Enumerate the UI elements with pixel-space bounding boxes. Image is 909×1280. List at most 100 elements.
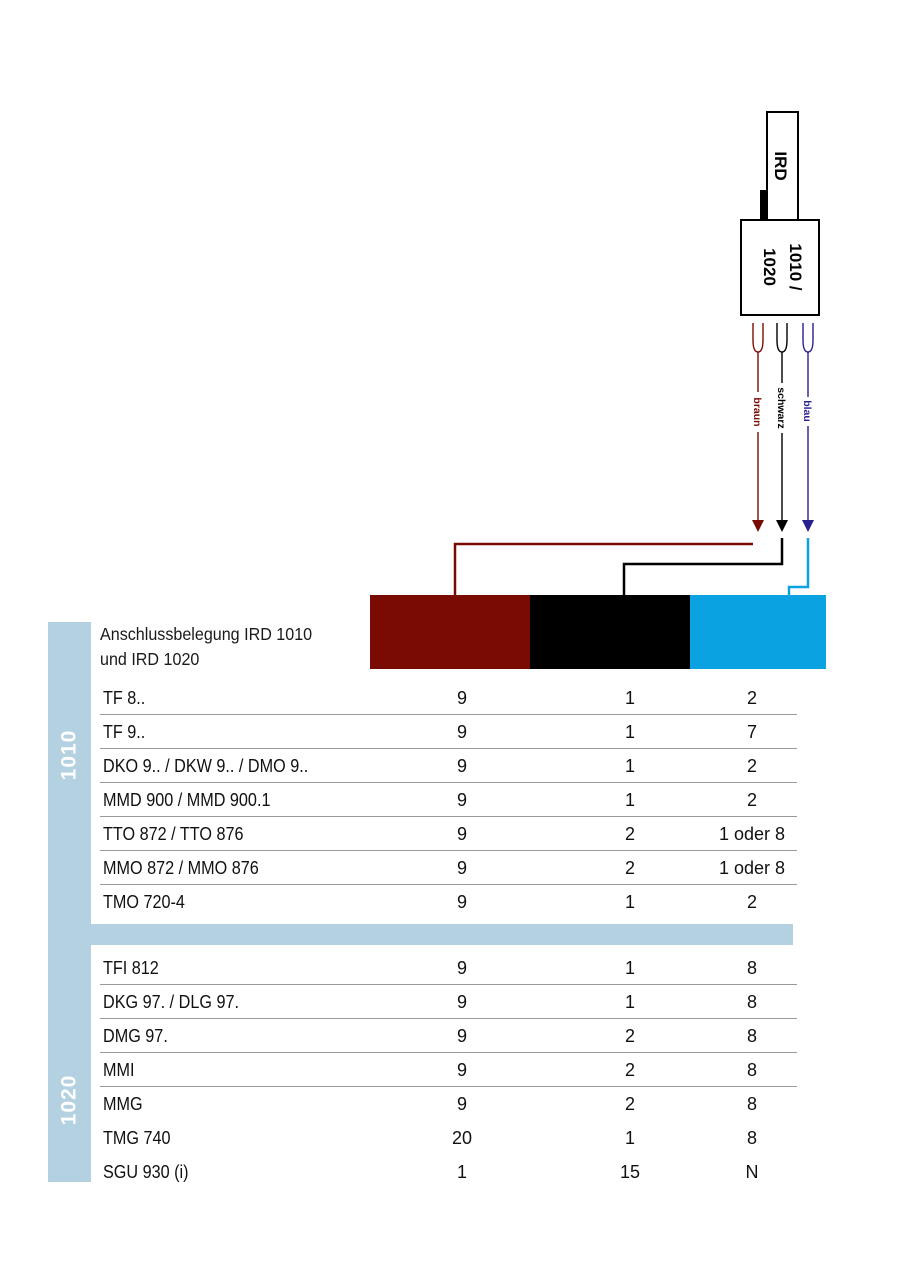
- row-device-name: TMG 740: [103, 1128, 171, 1148]
- ird-sensor-box: IRD: [760, 111, 799, 221]
- wiring-diagram: IRD 1010 / 1020 braun schwarz blau: [453, 111, 820, 595]
- arrow-blau: [802, 520, 814, 532]
- table-row: DKO 9.. / DKW 9.. / DMO 9.. 9 1 2: [100, 749, 797, 783]
- row-device-name: MMG: [103, 1094, 143, 1114]
- row-pin-braun: 1: [456, 1162, 467, 1182]
- table-row: TF 8.. 9 1 2: [100, 681, 797, 715]
- row-pin-schwarz: 1: [624, 688, 635, 708]
- table-row: SGU 930 (i) 1 15 N: [100, 1155, 797, 1189]
- row-pin-blau: 2: [746, 892, 757, 912]
- row-divider: [100, 850, 797, 851]
- table-row: DKG 97. / DLG 97. 9 1 8: [100, 985, 797, 1019]
- table-title-line2: und IRD 1020: [100, 649, 200, 669]
- column-swatch-blau: [690, 595, 826, 669]
- wire-label-blau: blau: [801, 400, 813, 422]
- table-row: MMG 9 2 8: [100, 1087, 797, 1121]
- row-pin-braun: 9: [456, 722, 467, 742]
- row-pin-schwarz: 1: [624, 790, 635, 810]
- row-pin-schwarz: 1: [624, 892, 635, 912]
- table-row: TTO 872 / TTO 876 9 2 1 oder 8: [100, 817, 797, 851]
- ird-label: IRD: [771, 151, 790, 180]
- row-pin-schwarz: 2: [624, 1094, 635, 1114]
- row-device-name: TFI 812: [103, 958, 159, 978]
- row-pin-schwarz: 1: [624, 756, 635, 776]
- table-row: MMI 9 2 8: [100, 1053, 797, 1087]
- group-separator: [48, 924, 793, 945]
- row-pin-schwarz: 15: [619, 1162, 641, 1182]
- table-title: Anschlussbelegung IRD 1010 und IRD 1020: [100, 622, 348, 672]
- row-pin-schwarz: 1: [624, 958, 635, 978]
- row-pin-blau: 8: [746, 958, 757, 978]
- row-device-name: DKG 97. / DLG 97.: [103, 992, 239, 1012]
- row-device-name: TF 8..: [103, 688, 146, 708]
- row-device-name: MMI: [103, 1060, 135, 1080]
- row-divider: [100, 1086, 797, 1087]
- row-pin-braun: 9: [456, 688, 467, 708]
- row-divider: [100, 984, 797, 985]
- table-row: MMO 872 / MMO 876 9 2 1 oder 8: [100, 851, 797, 885]
- wire-label-schwarz: schwarz: [775, 387, 787, 428]
- module-label-line1: 1010 /: [786, 243, 805, 291]
- table-row: TFI 812 9 1 8: [100, 951, 797, 985]
- row-device-name: TF 9..: [103, 722, 146, 742]
- row-divider: [100, 1052, 797, 1053]
- row-device-name: DKO 9.. / DKW 9.. / DMO 9..: [103, 756, 309, 776]
- arrow-schwarz: [776, 520, 788, 532]
- row-pin-blau: 2: [746, 790, 757, 810]
- row-pin-braun: 20: [451, 1128, 473, 1148]
- row-pin-schwarz: 2: [624, 858, 635, 878]
- row-pin-schwarz: 1: [624, 992, 635, 1012]
- row-pin-schwarz: 2: [624, 824, 635, 844]
- row-pin-braun: 9: [456, 858, 467, 878]
- table-row: TMG 740 20 1 8: [100, 1121, 797, 1155]
- arrow-braun: [752, 520, 764, 532]
- ird-module-box: 1010 / 1020: [740, 219, 820, 316]
- row-pin-schwarz: 1: [624, 1128, 635, 1148]
- row-device-name: DMG 97.: [103, 1026, 168, 1046]
- row-pin-blau: 2: [746, 756, 757, 776]
- row-device-name: TTO 872 / TTO 876: [103, 824, 244, 844]
- row-pin-blau: 8: [746, 1128, 757, 1148]
- row-pin-blau: 1 oder 8: [718, 824, 786, 844]
- row-pin-braun: 9: [456, 1026, 467, 1046]
- row-pin-braun: 9: [456, 958, 467, 978]
- row-pin-braun: 9: [456, 992, 467, 1012]
- row-pin-blau: 8: [746, 1094, 757, 1114]
- row-pin-braun: 9: [456, 790, 467, 810]
- row-divider: [100, 748, 797, 749]
- row-device-name: MMO 872 / MMO 876: [103, 858, 259, 878]
- row-device-name: TMO 720-4: [103, 892, 185, 912]
- group-sidebar: [48, 622, 91, 1182]
- table-row: MMD 900 / MMD 900.1 9 1 2: [100, 783, 797, 817]
- row-pin-blau: 8: [746, 992, 757, 1012]
- row-device-name: SGU 930 (i): [103, 1162, 189, 1182]
- group-label-1020: 1020: [57, 1074, 81, 1126]
- row-device-name: MMD 900 / MMD 900.1: [103, 790, 271, 810]
- table-row: TF 9.. 9 1 7: [100, 715, 797, 749]
- row-divider: [100, 884, 797, 885]
- wire-schwarz: schwarz: [622, 323, 788, 595]
- row-pin-braun: 9: [456, 824, 467, 844]
- wire-label-braun: braun: [751, 397, 763, 426]
- wire-blau: blau: [787, 323, 814, 595]
- row-pin-schwarz: 1: [624, 722, 635, 742]
- row-pin-schwarz: 2: [624, 1060, 635, 1080]
- column-swatch-braun: [370, 595, 530, 669]
- table-row: TMO 720-4 9 1 2: [100, 885, 797, 919]
- row-pin-braun: 9: [456, 756, 467, 776]
- row-pin-blau: N: [745, 1162, 759, 1182]
- column-swatch-schwarz: [530, 595, 690, 669]
- row-pin-blau: 8: [746, 1060, 757, 1080]
- row-pin-schwarz: 2: [624, 1026, 635, 1046]
- row-pin-braun: 9: [456, 1060, 467, 1080]
- table-row: DMG 97. 9 2 8: [100, 1019, 797, 1053]
- group-label-1010: 1010: [57, 729, 81, 781]
- row-pin-braun: 9: [456, 892, 467, 912]
- row-divider: [100, 1018, 797, 1019]
- row-pin-blau: 2: [746, 688, 757, 708]
- module-label-line2: 1020: [760, 248, 779, 286]
- row-pin-braun: 9: [456, 1094, 467, 1114]
- table-title-line1: Anschlussbelegung IRD 1010: [100, 624, 313, 644]
- row-pin-blau: 1 oder 8: [718, 858, 786, 878]
- row-divider: [100, 714, 797, 715]
